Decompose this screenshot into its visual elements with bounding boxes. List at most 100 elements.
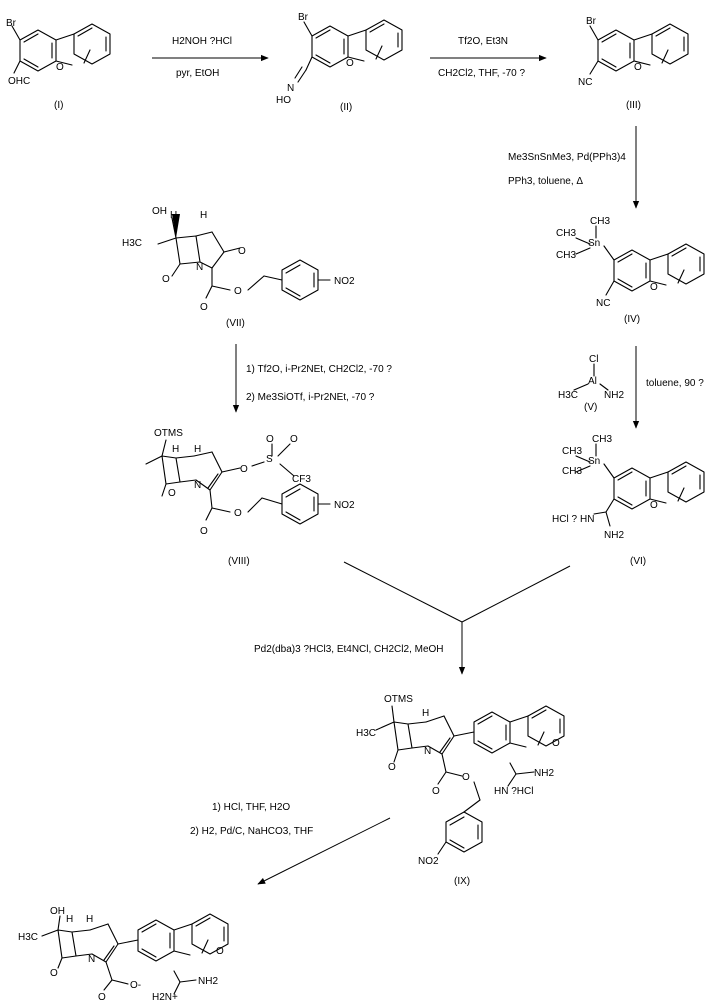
atom-label: H	[194, 444, 201, 455]
atom-label: OHC	[8, 76, 30, 87]
atom-label: CH3	[562, 466, 582, 477]
atom-label: N	[196, 262, 203, 273]
atom-label: NH2	[604, 390, 624, 401]
reagent-text: toluene, 90 ?	[646, 378, 704, 389]
compound-v: Cl Al H3C NH2 (V)	[558, 354, 624, 413]
compound-ix: OTMS H3C H N O O O O NH2 HN ?HCl NO2 (IX…	[356, 694, 565, 887]
compound-label-i: (I)	[54, 100, 63, 111]
atom-label: H	[86, 914, 93, 925]
reagent-text: Pd2(dba)3 ?HCl3, Et4NCl, CH2Cl2, MeOH	[254, 644, 444, 655]
atom-label: CH3	[562, 446, 582, 457]
reagent-text: 1) HCl, THF, H2O	[212, 802, 290, 813]
atom-label: O	[266, 434, 274, 445]
converge-line-right	[461, 565, 571, 623]
compound-label-iii: (III)	[626, 100, 641, 111]
reagent-text: PPh3, toluene, Δ	[508, 176, 583, 187]
atom-label: CF3	[292, 474, 311, 485]
final-product: OH H3C H H N O O O- NH2 H2N+ O	[18, 906, 229, 1003]
atom-label: H	[172, 444, 179, 455]
atom-label: NO2	[334, 276, 355, 287]
atom-label: S	[266, 454, 273, 465]
atom-label: O	[216, 946, 224, 957]
compound-label-ix: (IX)	[454, 876, 470, 887]
atom-label: H3C	[18, 932, 38, 943]
atom-label: H	[200, 210, 207, 221]
atom-label: Al	[588, 376, 597, 387]
atom-label: HO	[276, 95, 291, 106]
atom-label: N	[287, 83, 294, 94]
atom-label: Sn	[588, 456, 600, 467]
compound-label-v: (V)	[584, 402, 597, 413]
atom-label: CH3	[556, 228, 576, 239]
atom-label: NC	[596, 298, 610, 309]
atom-label: O	[168, 488, 176, 499]
atom-label: O	[346, 58, 354, 69]
compound-label-ii: (II)	[340, 102, 352, 113]
atom-label: Cl	[589, 354, 598, 365]
atom-label: HN	[580, 514, 594, 525]
atom-label: HCl ?	[552, 514, 577, 525]
compound-vii: OH H3C H H N O O O O NO2 (VII)	[122, 206, 355, 329]
atom-label: H	[66, 914, 73, 925]
atom-label: O	[432, 786, 440, 797]
atom-label: N	[88, 954, 95, 965]
reagent-text: H2NOH ?HCl	[172, 36, 232, 47]
compound-viii: OTMS H H N O O S CF3 O O O O NO2 (VIII)	[145, 428, 355, 567]
atom-label: NO2	[334, 500, 355, 511]
atom-label: H3C	[122, 238, 142, 249]
atom-label: H3C	[356, 728, 376, 739]
atom-label: H2N+	[152, 992, 178, 1003]
atom-label: OTMS	[154, 428, 183, 439]
compound-label-viii: (VIII)	[228, 556, 250, 567]
atom-label: H	[170, 210, 177, 221]
atom-label: O	[290, 434, 298, 445]
atom-label: O	[552, 738, 560, 749]
atom-label: Br	[586, 16, 597, 27]
atom-label: O	[56, 62, 64, 73]
atom-label: H3C	[558, 390, 578, 401]
atom-label: N	[194, 480, 201, 491]
reagent-text: pyr, EtOH	[176, 68, 219, 79]
atom-label: O-	[130, 980, 141, 991]
atom-label: O	[238, 246, 246, 257]
arrow-7	[257, 817, 391, 885]
atom-label: Sn	[588, 238, 600, 249]
atom-label: O	[234, 286, 242, 297]
compound-iv: CH3 CH3 CH3 Sn NC O (IV)	[556, 216, 705, 325]
atom-label: NH2	[604, 530, 624, 541]
compound-label-vi: (VI)	[630, 556, 646, 567]
atom-label: H	[422, 708, 429, 719]
compound-label-iv: (IV)	[624, 314, 640, 325]
reagent-text: Tf2O, Et3N	[458, 36, 508, 47]
atom-label: O	[200, 302, 208, 313]
atom-label: O	[462, 772, 470, 783]
compound-i: Br OHC O (I)	[6, 18, 111, 111]
atom-label: OTMS	[384, 694, 413, 705]
atom-label: O	[650, 500, 658, 511]
atom-label: OH	[152, 206, 167, 217]
atom-label: Br	[298, 12, 309, 23]
reagent-text: 1) Tf2O, i-Pr2NEt, CH2Cl2, -70 ?	[246, 364, 392, 375]
compound-label-vii: (VII)	[226, 318, 245, 329]
compound-iii: Br NC O (III)	[578, 16, 689, 111]
reagent-text: Me3SnSnMe3, Pd(PPh3)4	[508, 152, 626, 163]
atom-label: NH2	[198, 976, 218, 987]
atom-label: O	[240, 464, 248, 475]
atom-label: NC	[578, 77, 592, 88]
reagent-text: 2) Me3SiOTf, i-Pr2NEt, -70 ?	[246, 392, 375, 403]
atom-label: O	[200, 526, 208, 537]
atom-label: N	[424, 746, 431, 757]
atom-label: NO2	[418, 856, 439, 867]
atom-label: O	[50, 968, 58, 979]
atom-label: HN ?HCl	[494, 786, 533, 797]
atom-label: NH2	[534, 768, 554, 779]
reagent-text: 2) H2, Pd/C, NaHCO3, THF	[190, 826, 313, 837]
atom-label: Br	[6, 18, 17, 29]
atom-label: O	[388, 762, 396, 773]
atom-label: O	[162, 274, 170, 285]
compound-ii: Br N HO O (II)	[276, 12, 403, 113]
atom-label: CH3	[590, 216, 610, 227]
reagent-text: CH2Cl2, THF, -70 ?	[438, 68, 526, 79]
atom-label: O	[234, 508, 242, 519]
